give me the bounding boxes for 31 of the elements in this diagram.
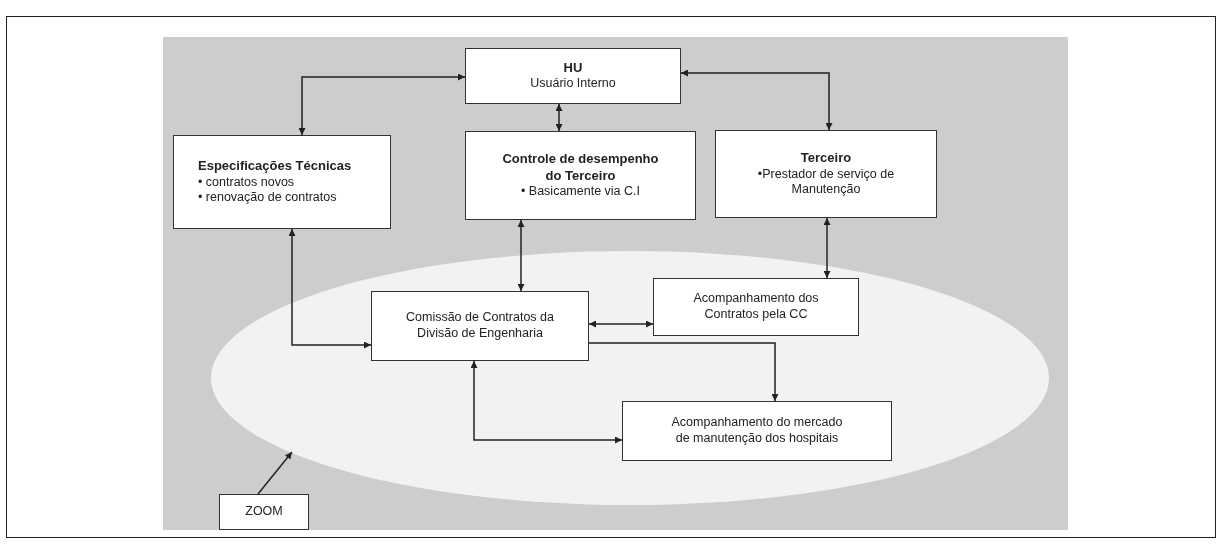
arrow [555, 103, 563, 132]
process-box [622, 401, 892, 461]
process-box [465, 131, 696, 220]
arrow [288, 228, 372, 349]
box-text: •Prestador de serviço de Manutenção [756, 166, 896, 198]
box-text: • renovação de contratos [198, 190, 337, 206]
box-text: Acompanhamento dos Contratos pela CC [692, 291, 820, 323]
box-text: Comissão de Contratos da Divisão de Engenharia [405, 310, 555, 342]
process-box [219, 494, 309, 530]
process-box [653, 278, 859, 336]
box-heading: Controle de desempenho do Terceiro [501, 151, 660, 184]
box-heading: Especificações Técnicas [198, 158, 352, 175]
process-box [173, 135, 391, 229]
arrow [588, 320, 654, 328]
process-box [465, 48, 681, 104]
process-box [715, 130, 937, 218]
box-text: ZOOM [245, 504, 283, 520]
box-heading: HU [563, 60, 583, 77]
process-box [371, 291, 589, 361]
arrow [680, 69, 833, 131]
box-text: • Basicamente via C.I [521, 183, 640, 200]
box-text: Acompanhamento do mercado de manutenção dos hospitais [670, 415, 844, 447]
arrow [470, 360, 623, 444]
box-text: • contratos novos [198, 174, 295, 191]
arrow [298, 73, 466, 136]
box-heading: Terceiro [800, 150, 852, 167]
arrow [257, 451, 293, 495]
box-text: Usuário Interno [530, 76, 616, 92]
arrow [823, 217, 831, 279]
arrow [517, 219, 525, 292]
arrow [588, 342, 779, 402]
